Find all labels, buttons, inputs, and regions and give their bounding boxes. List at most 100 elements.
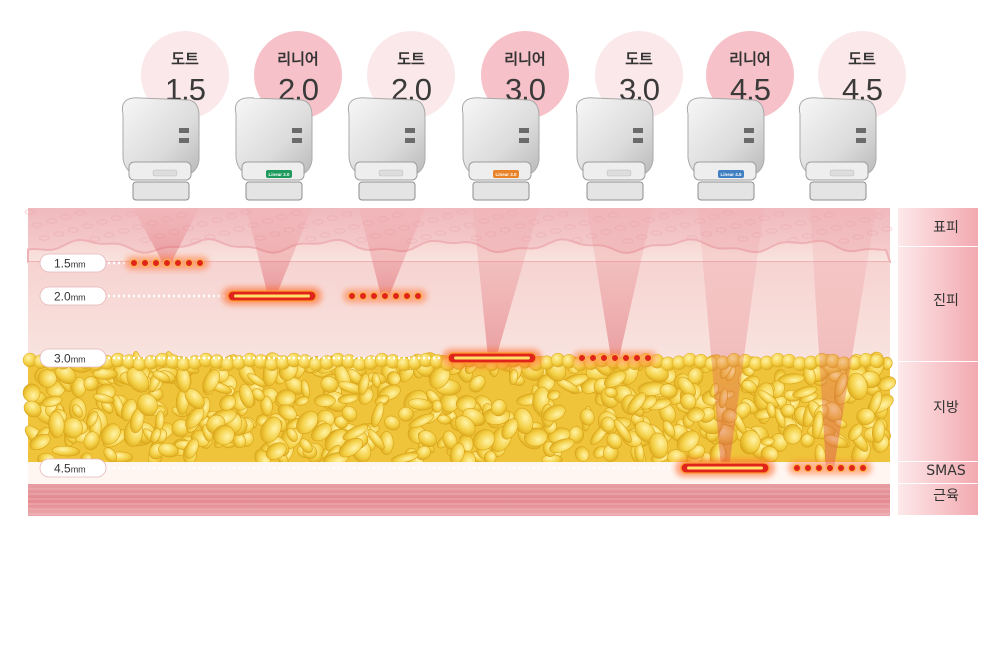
- cartridge-device: [575, 97, 654, 201]
- depth-label: 1.5mm: [54, 257, 86, 271]
- depth-unit: mm: [71, 260, 86, 270]
- tip-label: Linear 2.0: [266, 170, 292, 178]
- focal-dot: [184, 258, 194, 268]
- focal-dot: [836, 463, 846, 473]
- focal-dot: [358, 291, 368, 301]
- beam-5: [698, 208, 764, 468]
- focal-dot: [858, 463, 868, 473]
- cartridge-type: 리니어: [729, 50, 770, 68]
- focal-dot: [588, 353, 598, 363]
- layer-band-4: [898, 484, 978, 515]
- focal-line: [687, 466, 763, 470]
- cartridge-dot: 도트3.0: [575, 31, 683, 201]
- cartridge-badge: [367, 31, 455, 119]
- focal-line: [234, 294, 310, 298]
- depth-label: 4.5mm: [54, 462, 86, 476]
- svg-text:Linear 3.0: Linear 3.0: [495, 172, 517, 177]
- muscle-fibers: [28, 488, 890, 515]
- focal-dot: [792, 463, 802, 473]
- cartridge-device: [121, 97, 200, 201]
- focal-dot: [413, 291, 423, 301]
- beam-1: [246, 208, 312, 296]
- depth-label: 2.0mm: [54, 290, 86, 304]
- beam-0: [133, 208, 199, 263]
- focal-dot: [402, 291, 412, 301]
- beam-3: [473, 208, 539, 358]
- layer-label: 지방: [933, 400, 959, 416]
- cartridge-type: 리니어: [504, 50, 545, 68]
- depth-unit: mm: [71, 465, 86, 475]
- depth-label: 3.0mm: [54, 352, 86, 366]
- tip-label: Linear 4.5: [718, 170, 744, 178]
- focal-dot: [369, 291, 379, 301]
- layer-band-1: [898, 247, 978, 361]
- layer-label: 표피: [933, 220, 959, 236]
- dermis-layer: [28, 262, 890, 362]
- focal-dot: [847, 463, 857, 473]
- linear-focal-line: [442, 349, 542, 367]
- focal-dot: [162, 258, 172, 268]
- focal-points: [125, 256, 872, 477]
- focal-dot: [825, 463, 835, 473]
- layer-band-2: [898, 362, 978, 461]
- focal-dot: [173, 258, 183, 268]
- dot-focal-points: [573, 351, 657, 365]
- cartridge-dot: 도트2.0: [347, 31, 455, 201]
- depth-unit: mm: [71, 355, 86, 365]
- cartridge-badge: [254, 31, 342, 119]
- cartridge-badge: [818, 31, 906, 119]
- layer-band-3: [898, 462, 978, 483]
- cartridge-badge: [141, 31, 229, 119]
- cartridge-badge: [481, 31, 569, 119]
- focal-dot: [599, 353, 609, 363]
- beam-2: [359, 208, 425, 296]
- focal-dot: [643, 353, 653, 363]
- cartridge-badge: [706, 31, 794, 119]
- linear-focal-line: [222, 287, 322, 305]
- cartridge-device: [798, 97, 877, 201]
- cartridge-type: 도트: [397, 50, 425, 68]
- beam-4: [587, 208, 653, 358]
- cartridge-device: Linear 4.5: [686, 97, 765, 201]
- focal-dot: [151, 258, 161, 268]
- layer-label: SMAS: [926, 463, 966, 479]
- focal-dot: [803, 463, 813, 473]
- cartridge-type: 리니어: [277, 50, 318, 68]
- depth-unit: mm: [71, 293, 86, 303]
- energy-beams: [133, 208, 876, 468]
- svg-text:Linear 2.0: Linear 2.0: [268, 172, 290, 177]
- focal-dot: [195, 258, 205, 268]
- linear-focal-line: [675, 459, 775, 477]
- layer-label: 근육: [933, 488, 959, 504]
- layer-band-0: [898, 208, 978, 246]
- depth-pill: [39, 348, 107, 368]
- focal-dot: [610, 353, 620, 363]
- depth-markers: 1.5mm 2.0mm 3.0mm 4.5mm: [39, 253, 680, 478]
- focal-dot: [347, 291, 357, 301]
- dot-focal-points: [343, 289, 427, 303]
- svg-text:Linear 4.5: Linear 4.5: [720, 172, 742, 177]
- focal-dot: [391, 291, 401, 301]
- cartridge-device: Linear 2.0: [234, 97, 313, 201]
- beam-6: [810, 208, 876, 468]
- cartridge-badge: [595, 31, 683, 119]
- layer-label: 진피: [933, 293, 959, 309]
- cartridge-dot: 도트4.5: [798, 31, 906, 201]
- focal-line: [454, 356, 530, 360]
- dot-focal-points: [125, 256, 209, 270]
- focal-dot: [632, 353, 642, 363]
- focal-dot: [140, 258, 150, 268]
- cartridge-type: 도트: [625, 50, 653, 68]
- skin-cross-section: [22, 208, 896, 516]
- cartridge-device: Linear 3.0: [461, 97, 540, 201]
- focal-dot: [814, 463, 824, 473]
- cartridge-type: 도트: [171, 50, 199, 68]
- depth-pill: [39, 253, 107, 273]
- focal-dot: [129, 258, 139, 268]
- depth-pill: [39, 286, 107, 306]
- depth-pill: [39, 458, 107, 478]
